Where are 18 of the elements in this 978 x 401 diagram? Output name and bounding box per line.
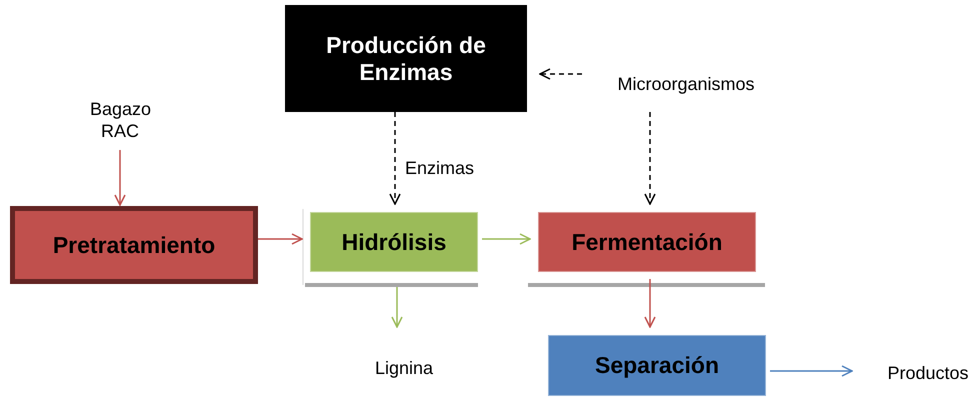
text-label: Bagazo RAC: [90, 98, 150, 142]
arrow: [539, 68, 582, 80]
arrow: [644, 279, 656, 328]
arrow: [114, 150, 126, 206]
text-label: Microorganismos: [617, 73, 755, 95]
arrow: [389, 112, 401, 205]
text-label: Productos: [887, 362, 969, 384]
process-box: Fermentación: [538, 212, 756, 272]
arrow: [482, 233, 531, 245]
process-box: Hidrólisis: [310, 212, 478, 272]
process-box: Pretratamiento: [10, 206, 258, 284]
arrow: [391, 287, 403, 328]
arrow: [644, 112, 656, 205]
text-label: Lignina: [374, 357, 434, 379]
process-box: Producción de Enzimas: [285, 5, 527, 112]
arrow: [770, 365, 853, 377]
arrow: [258, 233, 303, 245]
process-box: Separación: [548, 335, 766, 396]
